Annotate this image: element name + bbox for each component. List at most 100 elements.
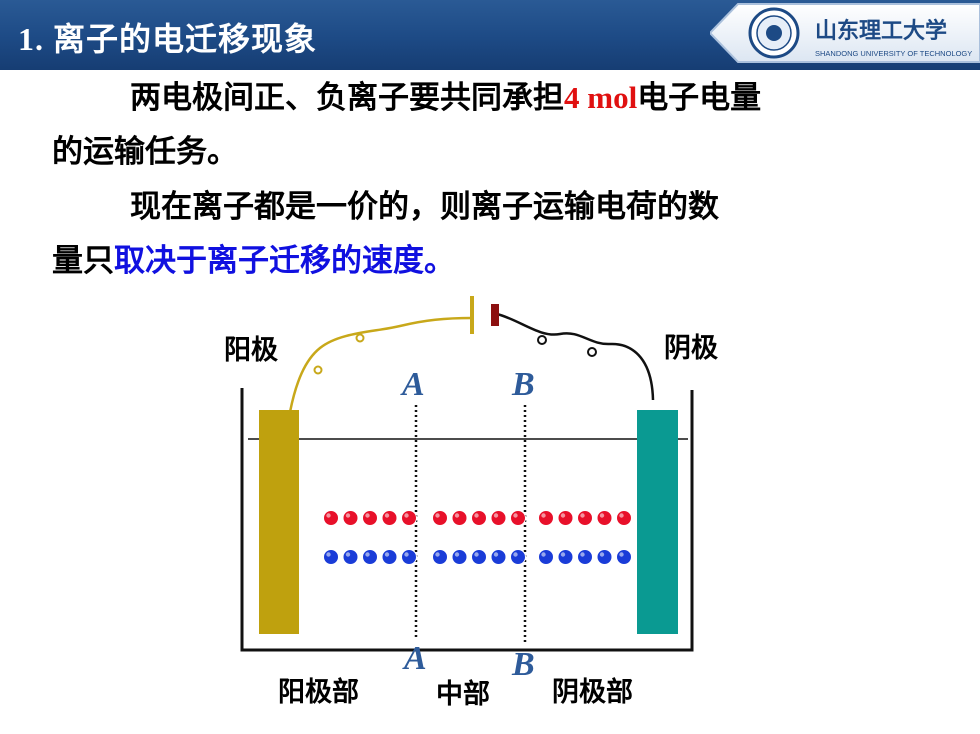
p2-highlight-speed: 取决于离子迁移的速度 xyxy=(114,243,424,279)
paragraph-2: 现在离子都是一价的，则离子运输电荷的数 量只取决于离子迁移的速度。 xyxy=(52,180,932,288)
cathode-region-label: 阴极部 xyxy=(552,677,633,708)
anion-ion xyxy=(362,549,378,565)
cation-ion-highlight xyxy=(365,513,370,518)
cation-ion-highlight xyxy=(560,513,566,518)
title-number: 1. xyxy=(18,21,44,57)
anion-ion-highlight xyxy=(365,552,370,557)
anion-ion-highlight xyxy=(599,552,605,557)
anion-ion xyxy=(557,549,574,565)
cation-ion xyxy=(401,510,417,526)
paragraph-1-line-2: 的运输任务。 xyxy=(52,134,238,170)
anion-ion-highlight xyxy=(326,552,331,557)
diagram-canvas xyxy=(240,296,694,652)
cation-ion xyxy=(490,510,507,526)
p2-text-end: 。 xyxy=(424,243,455,279)
cation-ion-highlight xyxy=(454,513,460,518)
anion-ion-highlight xyxy=(454,552,460,557)
paragraph-2-line-1: 现在离子都是一价的，则离子运输电荷的数 xyxy=(130,189,719,225)
cation-ion xyxy=(616,510,632,526)
anion-ion xyxy=(471,549,487,565)
cathode-wire-loop xyxy=(537,335,547,345)
logo-name: 山东理工大学 xyxy=(815,18,947,44)
anion-ion xyxy=(342,549,359,565)
anion-ion-highlight xyxy=(404,552,409,557)
anion-ion-highlight xyxy=(541,552,546,557)
p1-highlight-amount: 4 mol xyxy=(564,80,638,115)
line-b-label-top: B xyxy=(512,366,535,403)
cation-ion-highlight xyxy=(580,513,585,518)
cation-ion-highlight xyxy=(474,513,479,518)
anode-electrode xyxy=(259,410,299,634)
line-a-label-bottom: A xyxy=(404,640,427,677)
anode-wire-loop xyxy=(355,333,365,343)
battery-positive-plate xyxy=(470,296,474,334)
cation-ion xyxy=(577,510,593,526)
electrolytic-tank xyxy=(240,388,694,652)
ion-rows xyxy=(323,510,632,565)
cation-ion-highlight xyxy=(599,513,605,518)
anode-label: 阳极 xyxy=(224,335,278,366)
cation-ion-highlight xyxy=(541,513,546,518)
title-label: 离子的电迁移现象 xyxy=(53,20,318,58)
cation-ion-highlight xyxy=(435,513,440,518)
p1-text-b: 电子电量 xyxy=(637,80,762,116)
electrolysis-diagram: 阳极 阴极 A B A B 阳极部 中部 阴极部 xyxy=(0,280,980,734)
cation-ion xyxy=(362,510,378,526)
title-bar: 1. 离子的电迁移现象 山东理工大学 SHANDONG UNIVERSITY O… xyxy=(0,0,980,70)
line-b-label-bottom: B xyxy=(512,646,535,683)
anion-ion xyxy=(616,549,632,565)
cation-ion xyxy=(538,510,554,526)
cation-ion-highlight xyxy=(384,513,390,518)
cation-ion-highlight xyxy=(493,513,499,518)
anion-ion-highlight xyxy=(474,552,479,557)
cation-ion xyxy=(342,510,359,526)
cation-ion-highlight xyxy=(513,513,518,518)
cathode-electrode xyxy=(637,410,678,634)
anion-ion-highlight xyxy=(580,552,585,557)
cation-ion xyxy=(381,510,398,526)
anode-wire xyxy=(288,316,473,413)
cation-ion-highlight xyxy=(326,513,331,518)
paragraph-1: 两电极间正、负离子要共同承担4 mol电子电量 的运输任务。 xyxy=(52,71,932,179)
cation-ion xyxy=(510,510,526,526)
battery-negative-plate xyxy=(491,304,499,326)
cation-ion-highlight xyxy=(619,513,624,518)
cathode-wire-loop xyxy=(587,347,597,357)
cation-ion xyxy=(596,510,613,526)
cation-ion xyxy=(471,510,487,526)
cathode-wire xyxy=(496,312,655,401)
anion-ion xyxy=(381,549,398,565)
anion-ion xyxy=(323,549,339,565)
cathode-label: 阴极 xyxy=(664,333,718,364)
line-a-label-top: A xyxy=(402,366,425,403)
cation-ion-highlight xyxy=(345,513,351,518)
p2-text-a: 量只 xyxy=(52,243,114,279)
anion-ion-highlight xyxy=(493,552,499,557)
anion-ion xyxy=(510,549,526,565)
anion-ion-highlight xyxy=(560,552,566,557)
anion-ion xyxy=(451,549,468,565)
anion-ion xyxy=(490,549,507,565)
anion-ion-highlight xyxy=(345,552,351,557)
anion-ion-highlight xyxy=(384,552,390,557)
anion-ion xyxy=(432,549,448,565)
p1-text-a: 两电极间正、负离子要共同承担 xyxy=(130,80,564,116)
cation-ion-highlight xyxy=(404,513,409,518)
university-logo: 山东理工大学 SHANDONG UNIVERSITY OF TECHNOLOGY xyxy=(710,3,980,63)
logo-subtitle: SHANDONG UNIVERSITY OF TECHNOLOGY xyxy=(815,49,972,58)
cation-ion xyxy=(557,510,574,526)
anion-ion xyxy=(401,549,417,565)
cation-ion xyxy=(451,510,468,526)
cation-ion xyxy=(323,510,339,526)
anion-ion-highlight xyxy=(513,552,518,557)
paragraph-2-line-2: 量只取决于离子迁移的速度。 xyxy=(52,234,932,288)
anion-ion-highlight xyxy=(619,552,624,557)
middle-region-label: 中部 xyxy=(436,679,490,710)
anode-region-label: 阳极部 xyxy=(278,677,359,708)
slide-title: 1. 离子的电迁移现象 xyxy=(18,14,317,60)
anion-ion xyxy=(538,549,554,565)
anode-wire-loop xyxy=(313,365,323,375)
anion-ion xyxy=(577,549,593,565)
cation-ion xyxy=(432,510,448,526)
anion-ion-highlight xyxy=(435,552,440,557)
